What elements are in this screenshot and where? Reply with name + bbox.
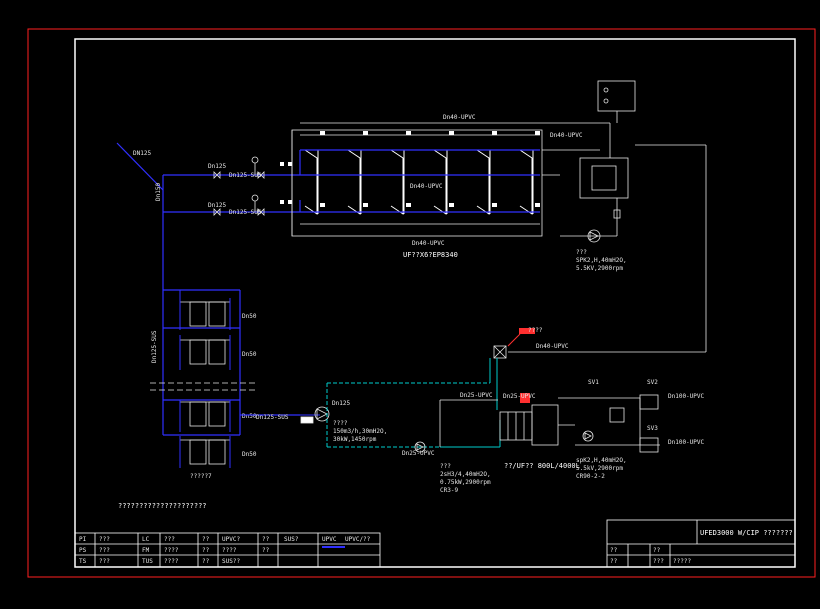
out-label2: Dn100-UPVC: [668, 439, 705, 446]
cip-tanks: [414, 393, 660, 453]
inlet-v1-label: Dn125: [208, 163, 226, 170]
break-lines: [150, 382, 255, 391]
title-block-r1b: ??: [653, 547, 661, 554]
cip-dn25-label: Dn25-UPVC: [503, 393, 536, 400]
mid-pipe-label: Dn40-UPVC: [550, 132, 583, 139]
right-return-line: [493, 144, 707, 359]
right-pipe-label: Dn40-UPVC: [536, 343, 569, 350]
membrane-modules: [304, 149, 534, 215]
pump-right-label1: ???: [576, 249, 587, 256]
inlet-dn-label: DN125: [133, 150, 151, 157]
title-block-r2c: ?????: [673, 558, 691, 565]
cip-pump-label3: 0.75kW,2900rpm: [440, 479, 491, 486]
inlet-valves: [213, 156, 265, 216]
red-marker: [507, 328, 535, 347]
rack-valves: [280, 131, 540, 207]
legend-r1c8: SUS?: [284, 536, 299, 543]
legend-r2c4: ????: [164, 547, 179, 554]
sv2-label: SV2: [647, 379, 658, 386]
pump-right-label2: SPK2,H,40mH2O,: [576, 257, 627, 264]
legend-r1c4: ???: [164, 536, 175, 543]
legend-r2c1: PS: [79, 547, 87, 554]
rack-inner-label: Dn40-UPVC: [410, 183, 443, 190]
legend-r1c5: ??: [202, 536, 210, 543]
membrane-permeate-lines: [300, 134, 540, 225]
legend-r3c4: ????: [164, 558, 179, 565]
legend-r2c5: ??: [202, 547, 210, 554]
outer-frame: [27, 28, 816, 578]
legend-r3c1: TS: [79, 558, 87, 565]
inner-frame: [74, 38, 796, 568]
title-block-r2a: ??: [610, 558, 618, 565]
bottom-pipe-label: Dn40-UPVC: [412, 240, 445, 247]
vertical-pipe-label: Dn125-SUS: [151, 330, 158, 363]
legend-r2c7: ??: [262, 547, 270, 554]
legend-r3c6: SUS??: [222, 558, 240, 565]
cip-return-loop: [326, 382, 490, 448]
prefilter-pipes: [179, 290, 231, 468]
filter-label-2: Dn50: [242, 351, 257, 358]
tank-label: ??/UF?? 800L/4000L: [504, 462, 580, 470]
cip-pump-label4: CR3-9: [440, 487, 458, 494]
sv3-label: SV3: [647, 425, 658, 432]
sv1-label: SV1: [588, 379, 599, 386]
title-block-r1a: ??: [610, 547, 618, 554]
drawing-note: ?????????????????????: [118, 502, 207, 510]
red-marker-label: ????: [528, 327, 543, 334]
legend-r2c6: ????: [222, 547, 237, 554]
cip-pump2-label1: spK2,H,40mH2O,: [576, 457, 627, 464]
legend-r1c2: ???: [99, 536, 110, 543]
prefilters: [180, 301, 230, 465]
inlet-v3-label: Dn125-SUS: [229, 172, 262, 179]
pump-right-label3: 5.5KV,2900rpm: [576, 265, 623, 272]
cip-pump-label1: ???: [440, 463, 451, 470]
feed-pump-label1: ????: [333, 420, 348, 427]
legend-r1c3: LC: [142, 536, 150, 543]
vertical-pipe2-label: Dn150: [155, 183, 162, 201]
cip-pump2-label3: CR90-2-2: [576, 473, 605, 480]
legend-r1c1: PI: [79, 536, 87, 543]
legend-r2c3: FM: [142, 547, 150, 554]
top-pipe-label: Dn40-UPVC: [443, 114, 476, 121]
inlet-header-pipes: [116, 142, 301, 436]
legend-right-1: UPVC: [322, 536, 337, 543]
cip-return-loop-solid: [440, 358, 501, 448]
feed-pump-label3: 30kW,1450rpm: [333, 436, 377, 443]
membrane-model-label: UF??X6?EP8340: [403, 251, 458, 259]
legend-r3c5: ??: [202, 558, 210, 565]
legend-r3c2: ???: [99, 558, 110, 565]
cip-pipe2-label: Dn25-UPVC: [402, 450, 435, 457]
filter-label-4: Dn50: [242, 451, 257, 458]
filter-label-3: Dn50: [242, 413, 257, 420]
inlet-v4-label: Dn125-SUS: [229, 209, 262, 216]
legend-r1c6: UPVC?: [222, 536, 240, 543]
membrane-feed-lines: [300, 149, 540, 213]
legend-text: PI ??? LC ??? ?? UPVC? ?? SUS? PS ??? FM…: [79, 536, 299, 565]
legend-r2c2: ???: [99, 547, 110, 554]
top-right-instrument: [597, 80, 636, 123]
legend-right-2: UPVC/??: [345, 536, 371, 543]
cip-pump-label2: 2sH3/4,40mH2O,: [440, 471, 491, 478]
backwash-tank: [560, 145, 629, 243]
filter-caption: ?????7: [190, 473, 212, 480]
legend-table: [74, 532, 381, 568]
filter-label-1: Dn50: [242, 313, 257, 320]
membrane-rack: [291, 122, 611, 237]
cip-pipe-label: Dn25-UPVC: [460, 392, 493, 399]
out-label1: Dn100-UPVC: [668, 393, 705, 400]
inlet-v2-label: Dn125: [208, 202, 226, 209]
cip-pump2-label2: 5.5kV,2900rpm: [576, 465, 623, 472]
feed-pipe-label: Dn125-SUS: [256, 414, 289, 421]
legend-r3c3: TUS: [142, 558, 153, 565]
feed-pump: [300, 406, 330, 424]
feed-pump-label2: 150m3/h,30mH2O,: [333, 428, 387, 435]
title-block-r2b: ???: [653, 558, 664, 565]
legend-r1c7: ??: [262, 536, 270, 543]
feed-to-label: Dn125: [332, 400, 350, 407]
title-block: [606, 519, 796, 568]
title-block-title: UFED3000 W/CIP ???????: [700, 529, 793, 537]
